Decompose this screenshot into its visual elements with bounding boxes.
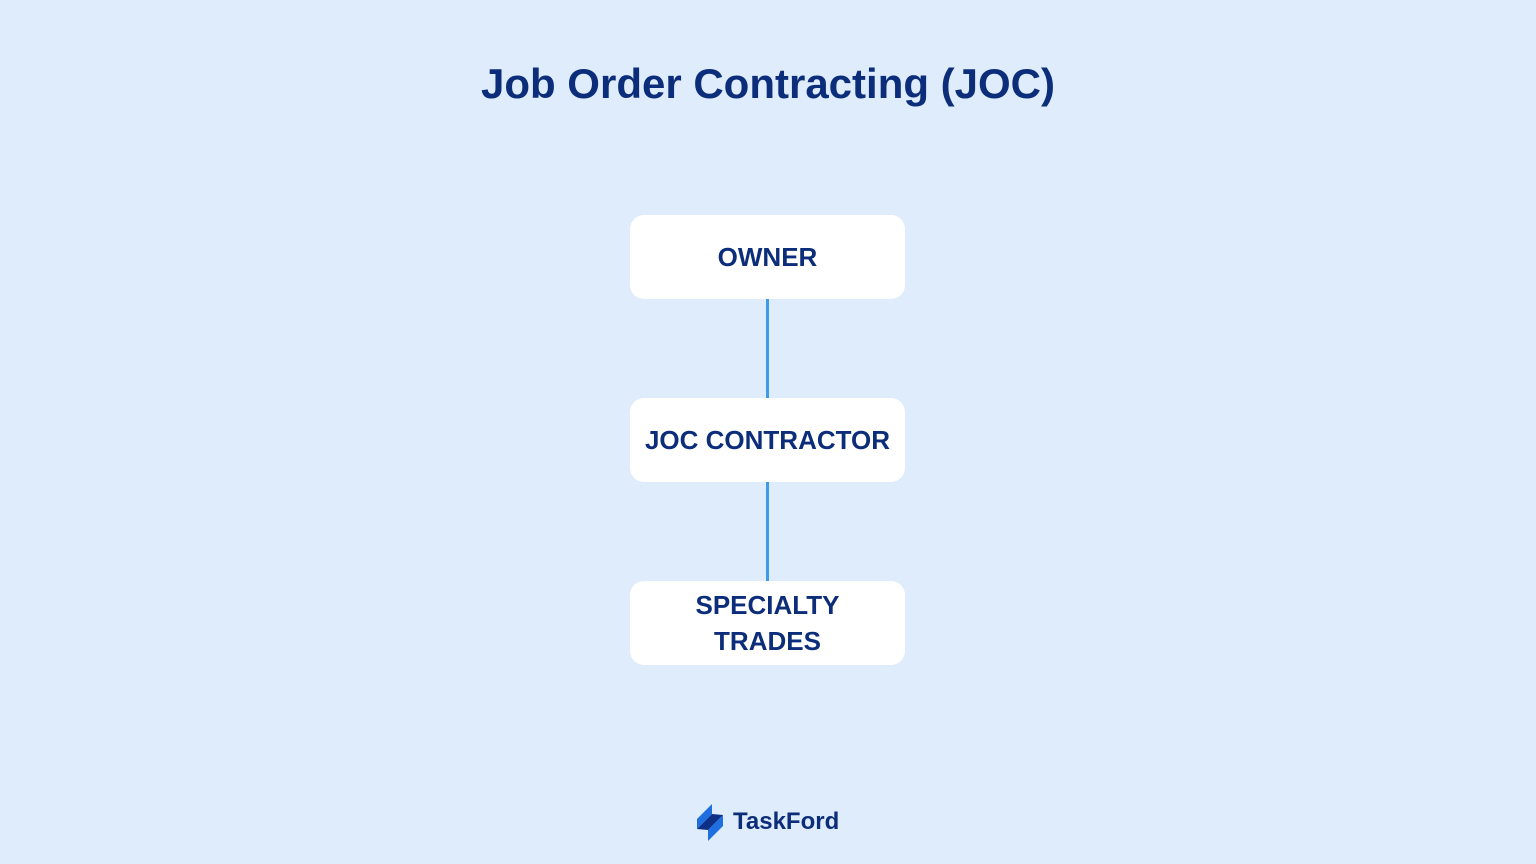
node-specialty-trades-label-line-2: TRADES (714, 626, 821, 656)
connector-owner-to-joc-contractor (766, 299, 769, 398)
connector-joc-contractor-to-specialty-trades (766, 482, 769, 581)
taskford-logo-icon (695, 803, 727, 841)
node-joc-contractor: JOC CONTRACTOR (630, 398, 905, 482)
node-specialty-trades-label-line-1: SPECIALTY (695, 590, 840, 620)
node-owner: OWNER (630, 215, 905, 299)
brand: TaskFord (695, 803, 839, 841)
node-owner-label: OWNER (717, 242, 818, 272)
brand-name: TaskFord (733, 808, 840, 835)
node-joc-contractor-label: JOC CONTRACTOR (644, 425, 891, 455)
page-title: Job Order Contracting (JOC) (480, 60, 1056, 107)
node-specialty-trades: SPECIALTY TRADES (630, 581, 905, 665)
